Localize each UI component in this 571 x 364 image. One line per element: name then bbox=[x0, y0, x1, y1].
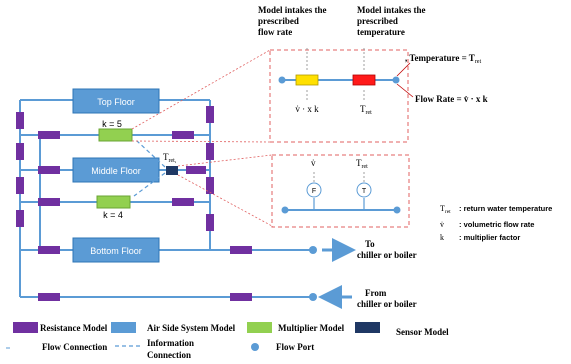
resistance-model bbox=[38, 198, 60, 206]
temperature-source-label: Tret bbox=[360, 104, 372, 116]
resistance-model bbox=[16, 112, 24, 129]
resistance-model bbox=[16, 143, 24, 160]
top-floor-model bbox=[72, 88, 160, 114]
definition-text: : return water temperature bbox=[459, 204, 552, 213]
resistance-model bbox=[16, 177, 24, 194]
to-chiller-label: To chiller or boiler bbox=[357, 239, 417, 260]
zoom-guide-line bbox=[131, 140, 271, 143]
zoom-box-upper bbox=[269, 49, 409, 143]
temperature-callout: Model intakes the prescribed temperature bbox=[357, 5, 428, 37]
legend-multiplier-swatch bbox=[247, 322, 272, 333]
lower-multiplier-model bbox=[96, 195, 131, 209]
resistance-model bbox=[38, 293, 60, 301]
lower-multiplier-label: k = 4 bbox=[103, 210, 123, 220]
upper-multiplier-label: k = 5 bbox=[102, 119, 122, 129]
zoom-flow-source: Model intakes the prescribed flow rate M… bbox=[131, 5, 488, 143]
flow-port bbox=[392, 76, 400, 84]
zoom-box-lower bbox=[271, 154, 410, 228]
resistance-model bbox=[38, 131, 60, 139]
sensor-model bbox=[166, 166, 178, 175]
legend-information-connection-label: Information Connection bbox=[147, 338, 196, 360]
legend-resistance-swatch bbox=[13, 322, 38, 333]
zoom-guide-line bbox=[177, 174, 273, 227]
legend-resistance-label: Resistance Model bbox=[40, 323, 108, 333]
flow-rate-equation: Flow Rate = v̇ · x k bbox=[415, 94, 488, 104]
top-floor-label: Top Floor bbox=[97, 97, 135, 107]
sensor-label: Tret, bbox=[163, 152, 177, 164]
legend-sensor-swatch bbox=[355, 322, 380, 333]
definition-text: : volumetric flow rate bbox=[459, 220, 534, 229]
definition-symbol: v̇ bbox=[440, 220, 444, 229]
temperature-source-model bbox=[352, 74, 376, 86]
bottom-floor-model bbox=[72, 237, 160, 263]
legend-flow-connection-label: Flow Connection bbox=[42, 342, 107, 352]
chiller-connections: To chiller or boiler From chiller or boi… bbox=[309, 238, 417, 309]
flow-sensor-output-label: v̇ bbox=[311, 158, 316, 168]
temperature-pointer bbox=[396, 62, 411, 77]
middle-floor-label: Middle Floor bbox=[91, 166, 141, 176]
temperature-sensor-letter: T bbox=[362, 188, 367, 195]
flow-rate-pointer bbox=[396, 83, 414, 98]
zoom-guide-line bbox=[177, 154, 273, 167]
temperature-sensor-output-label: Tret bbox=[356, 158, 368, 170]
resistance-model bbox=[206, 106, 214, 123]
upper-multiplier-model bbox=[98, 128, 133, 142]
resistance-model bbox=[206, 214, 214, 231]
resistance-model bbox=[206, 177, 214, 194]
from-chiller-label: From chiller or boiler bbox=[357, 288, 417, 309]
flow-rate-callout: Model intakes the prescribed flow rate bbox=[258, 5, 329, 37]
flow-port bbox=[309, 293, 317, 301]
multiplier-models: k = 5 k = 4 bbox=[96, 119, 133, 220]
temperature-sensor-icon bbox=[356, 182, 372, 198]
temperature-equation: , Temperature = Tret bbox=[405, 53, 481, 65]
definition-symbol: Tret bbox=[440, 204, 451, 215]
bottom-floor-label: Bottom Floor bbox=[90, 246, 142, 256]
flow-sensor-icon bbox=[306, 182, 322, 198]
definition-text: : multiplier factor bbox=[459, 233, 520, 242]
legend-air-side-swatch bbox=[111, 322, 136, 333]
air-side-models: Top Floor Middle Floor Bottom Floor bbox=[72, 88, 160, 263]
resistance-model bbox=[206, 143, 214, 160]
flow-source-model bbox=[295, 74, 319, 86]
flow-port bbox=[393, 206, 401, 214]
zoom-sensor: F T v̇ Tret bbox=[177, 154, 410, 228]
resistance-model bbox=[172, 131, 194, 139]
resistance-model bbox=[16, 210, 24, 227]
legend-air-side-label: Air Side System Model bbox=[147, 323, 236, 333]
resistance-model bbox=[230, 293, 252, 301]
resistance-model bbox=[172, 198, 194, 206]
legend-flow-port-label: Flow Port bbox=[276, 342, 314, 352]
legend-sensor-label: Sensor Model bbox=[396, 327, 449, 337]
flow-port bbox=[278, 76, 286, 84]
middle-floor-model bbox=[72, 157, 160, 183]
symbol-definitions: Tret : return water temperature v̇ : vol… bbox=[440, 204, 552, 242]
piping-network bbox=[19, 99, 312, 298]
legend: Resistance Model Air Side System Model M… bbox=[6, 322, 449, 360]
flow-source-label: v̇ · x k bbox=[295, 104, 319, 114]
flow-port bbox=[281, 206, 289, 214]
flow-sensor-letter: F bbox=[312, 188, 316, 195]
legend-multiplier-label: Multiplier Model bbox=[278, 323, 345, 333]
resistance-model bbox=[230, 246, 252, 254]
resistance-model bbox=[38, 166, 60, 174]
sensor-model-group: Tret, bbox=[133, 140, 178, 197]
flow-port bbox=[309, 246, 317, 254]
information-connection-up bbox=[136, 140, 166, 168]
resistance-models bbox=[16, 106, 252, 301]
resistance-model bbox=[38, 246, 60, 254]
legend-flow-port-dot bbox=[251, 343, 259, 351]
resistance-model bbox=[186, 166, 206, 174]
zoom-guide-line bbox=[131, 49, 271, 130]
definition-symbol: k bbox=[440, 233, 444, 242]
